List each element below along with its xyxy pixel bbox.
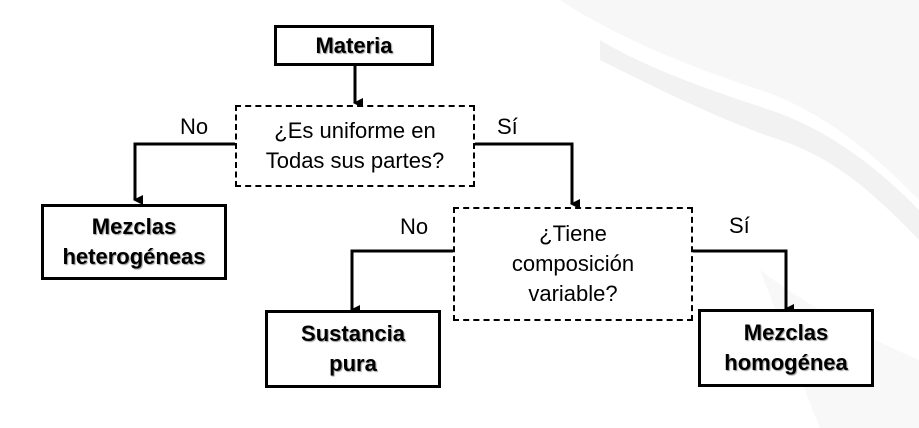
node-mezclas-homogenea-line1: Mezclas	[743, 320, 829, 345]
node-mezclas-homogenea-line2: homogénea	[724, 350, 848, 375]
decision-composicion-line2: composición	[511, 251, 635, 276]
node-mezclas-heterogeneas-line2: heterogéneas	[62, 244, 206, 269]
decision-composicion-line3: variable?	[528, 281, 618, 306]
node-sustancia-pura-line1: Sustancia	[301, 321, 405, 346]
decision-composicion: ¿Tiene composición variable?	[453, 207, 693, 321]
connector-composicion-no	[350, 249, 454, 315]
decision-composicion-line1: ¿Tiene	[539, 221, 607, 246]
node-mezclas-heterogeneas: Mezclas heterogéneas	[41, 204, 227, 280]
edge-label-uniforme-si: Sí	[497, 114, 518, 139]
connector-composicion-si	[692, 249, 794, 314]
node-materia: Materia	[274, 25, 434, 66]
edge-label-uniforme-no: No	[180, 114, 209, 139]
decision-uniforme-line2: Todas sus partes?	[265, 148, 445, 173]
node-mezclas-heterogeneas-line1: Mezclas	[91, 214, 177, 239]
node-materia-label: Materia	[315, 32, 393, 58]
edge-label-composicion-no: No	[400, 214, 429, 239]
connector-uniforme-si	[475, 142, 580, 209]
decision-uniforme-line1: ¿Es uniforme en	[274, 118, 436, 143]
connector-uniforme-no	[133, 142, 235, 205]
decision-uniforme: ¿Es uniforme en Todas sus partes?	[235, 105, 475, 187]
node-sustancia-pura-line2: pura	[329, 351, 377, 376]
node-mezclas-homogenea: Mezclas homogénea	[698, 309, 874, 387]
edge-label-composicion-si: Sí	[729, 213, 750, 238]
node-sustancia-pura: Sustancia pura	[265, 310, 441, 388]
